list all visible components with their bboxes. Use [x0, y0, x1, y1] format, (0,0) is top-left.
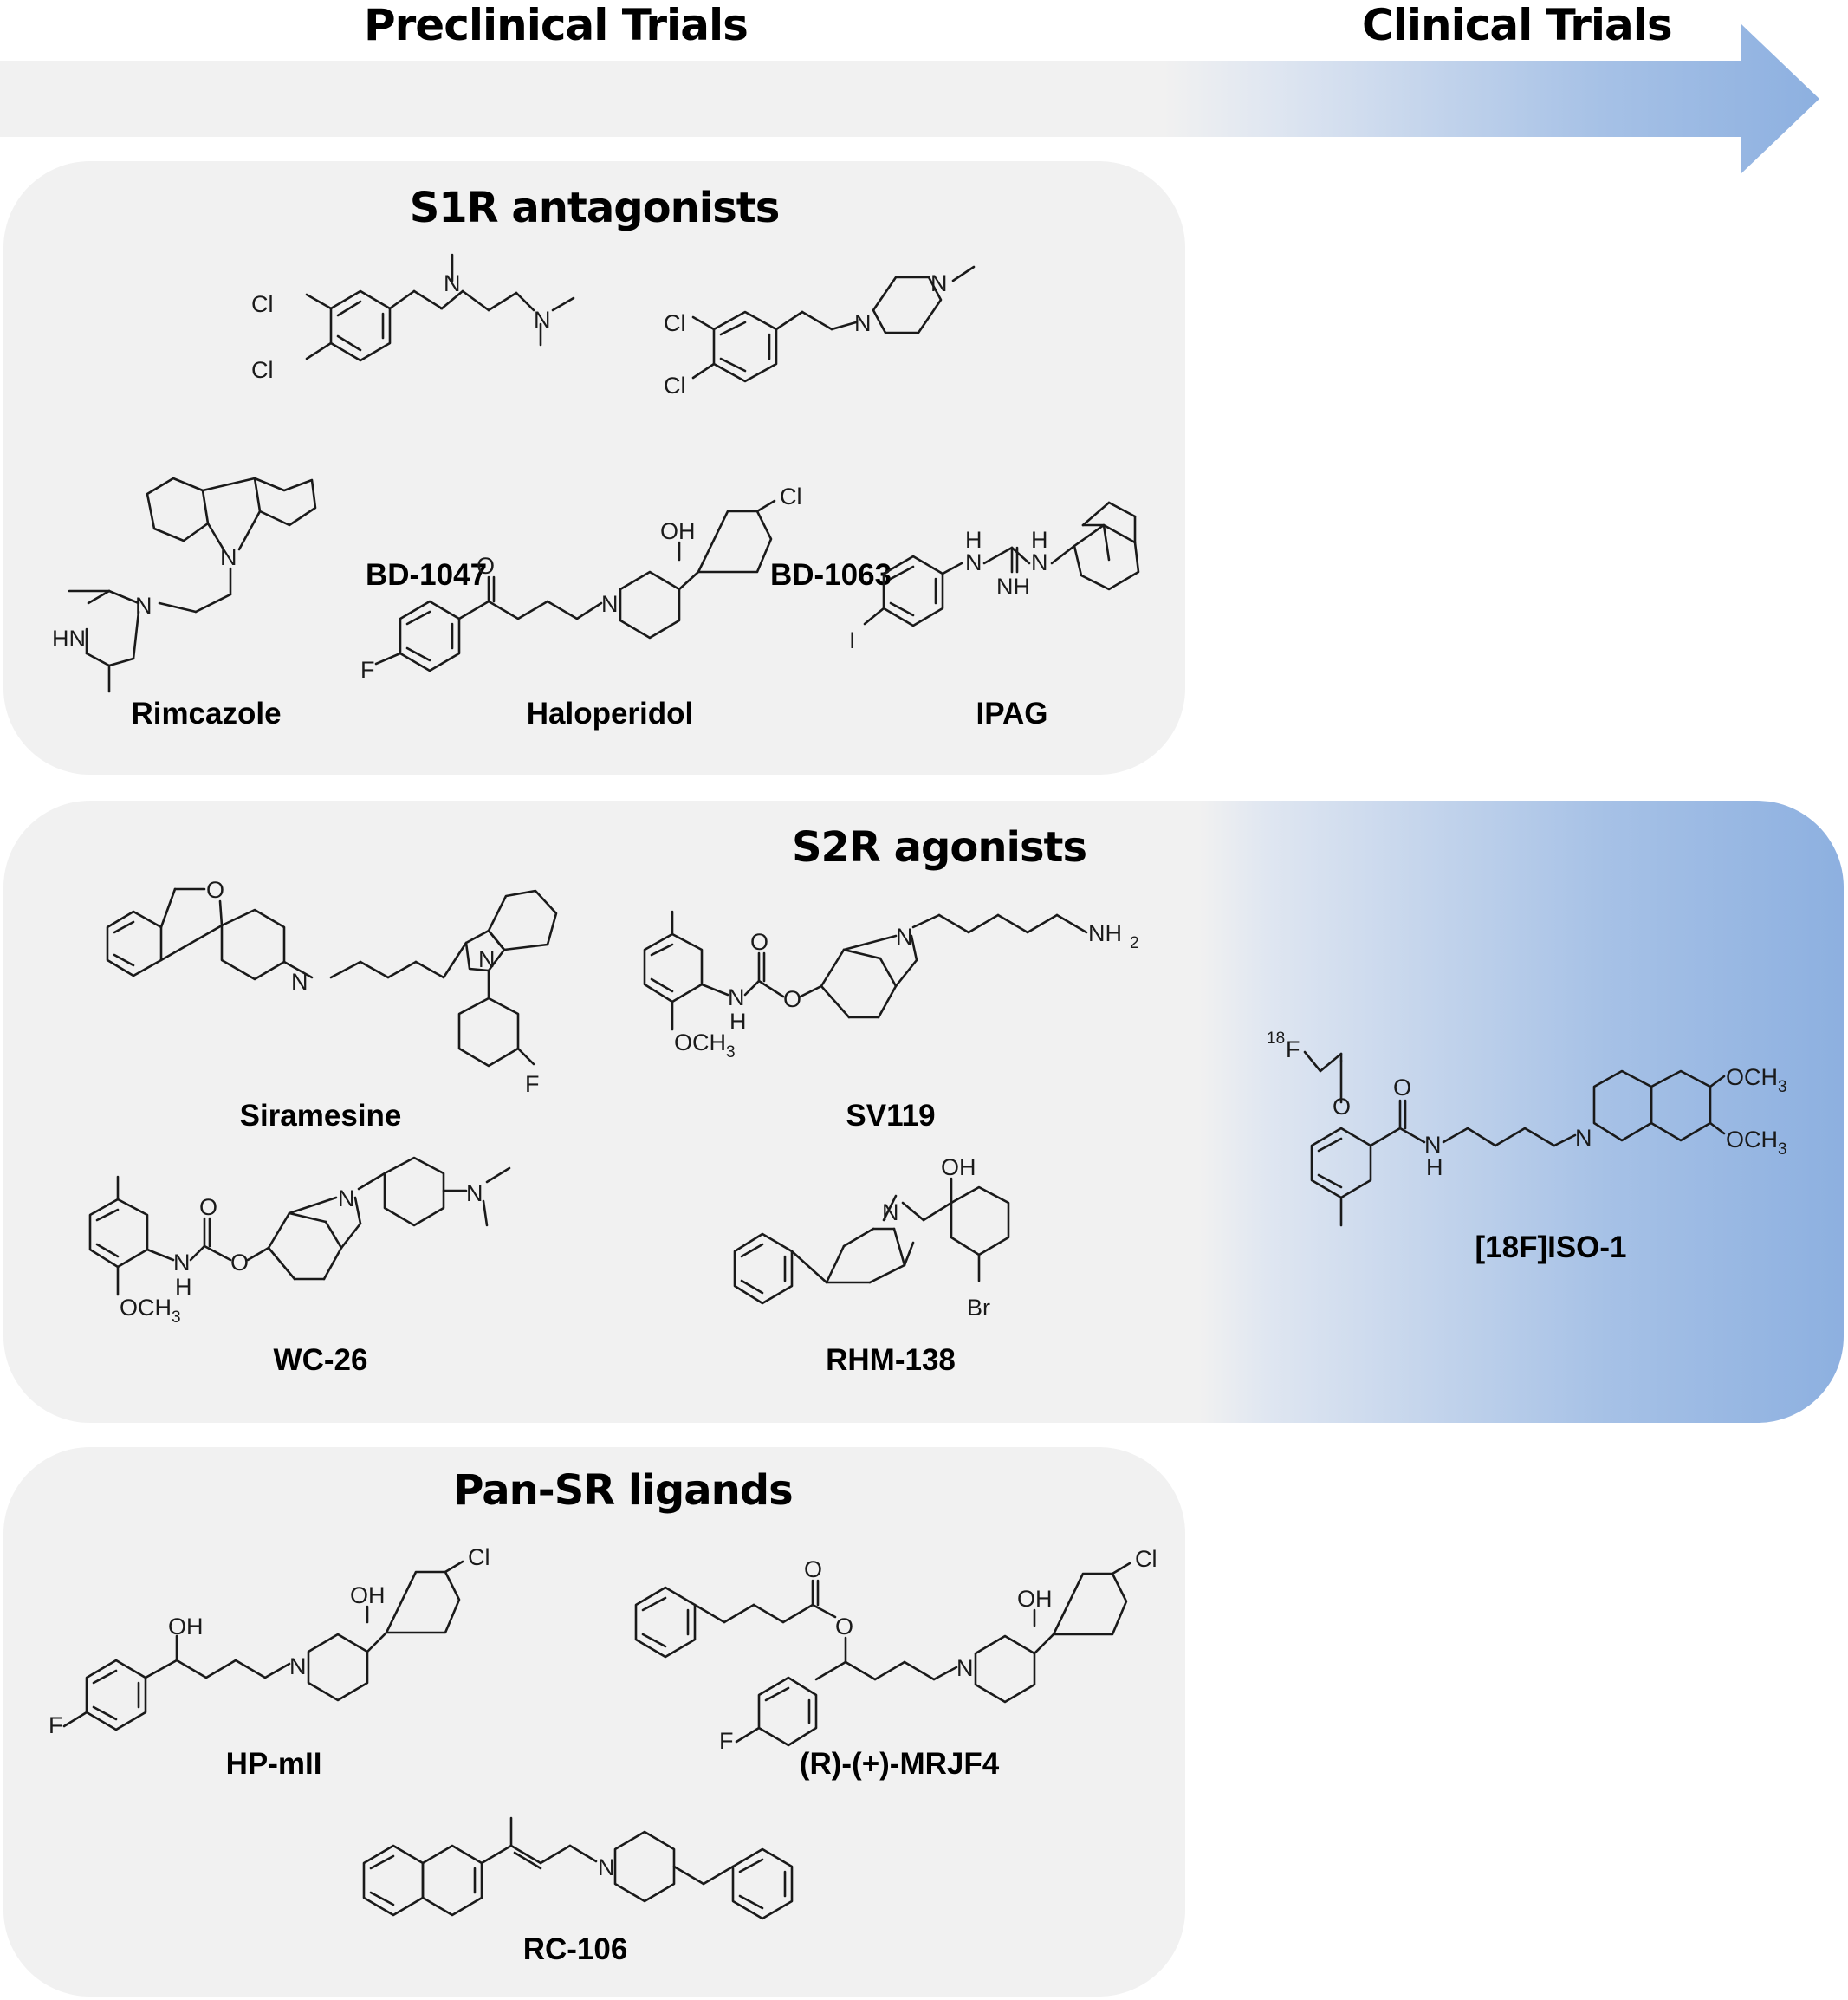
r-mrjf4-label: (R)-(+)-MRJF4 — [799, 1747, 1000, 1781]
iso1-n2: N — [1575, 1125, 1592, 1151]
bd-1047-label: BD-1047 — [365, 558, 488, 592]
mrjf4-oh: OH — [1017, 1586, 1053, 1612]
bd1047-n1: N — [444, 270, 461, 296]
bd1063-n1: N — [854, 310, 872, 336]
haloperidol-oh: OH — [660, 518, 696, 544]
haloperidol-cl: Cl — [780, 484, 802, 510]
wc26-n2: N — [338, 1185, 355, 1211]
haloperidol-label: Haloperidol — [526, 697, 694, 731]
hpmii-oh2: OH — [350, 1582, 386, 1608]
sv119-och3-sub: 3 — [726, 1043, 736, 1062]
sv119-n: N — [728, 984, 745, 1010]
siramesine-label: Siramesine — [239, 1099, 402, 1133]
bd-1063-label: BD-1063 — [769, 558, 892, 592]
wc26-o1: O — [199, 1194, 217, 1220]
ipag-h1: H — [965, 527, 982, 553]
sv119-och3: OCH — [674, 1029, 726, 1055]
s2r-agonists-panel: S2R agonists O N N F S — [3, 801, 1844, 1423]
bd1063-cl1: Cl — [664, 310, 686, 336]
sv119-n2: N — [896, 924, 913, 950]
iso1-sup18: 18 — [1267, 1029, 1285, 1048]
18f-iso-1-label: [18F]ISO-1 — [1475, 1231, 1627, 1264]
hpmii-oh1: OH — [168, 1614, 204, 1640]
iso1-och3-b: OCH — [1726, 1127, 1778, 1153]
ipag-n2: N — [1031, 549, 1048, 575]
hpmii-n: N — [289, 1653, 307, 1679]
mrjf4-o2: O — [835, 1614, 853, 1640]
bd1047-cl1: Cl — [251, 291, 274, 317]
rc-106-label: RC-106 — [522, 1932, 628, 1966]
ipag-nh: NH — [996, 574, 1030, 600]
bd1047-cl2: Cl — [251, 357, 274, 383]
haloperidol-f: F — [360, 657, 375, 683]
rc106-n: N — [598, 1854, 615, 1880]
bd1063-cl2: Cl — [664, 373, 686, 399]
bd1063-n2: N — [930, 270, 948, 296]
sv119-h: H — [729, 1009, 747, 1035]
wc26-och3: OCH — [120, 1295, 172, 1321]
wc-26-label: WC-26 — [273, 1343, 368, 1377]
rhm138-n: N — [882, 1199, 899, 1225]
sv119-label: SV119 — [846, 1099, 936, 1133]
iso1-f: F — [1286, 1036, 1300, 1062]
wc26-n3: N — [466, 1180, 483, 1206]
siramesine-n1: N — [291, 969, 308, 995]
rimcazole-label: Rimcazole — [131, 697, 282, 731]
rhm138-oh: OH — [941, 1154, 976, 1180]
rhm138-br: Br — [967, 1295, 990, 1321]
rhm-138-label: RHM-138 — [826, 1343, 956, 1377]
mrjf4-o1: O — [804, 1556, 822, 1582]
s1r-antagonists-title: S1R antagonists — [409, 184, 781, 232]
clinical-trials-label: Clinical Trials — [1362, 0, 1673, 50]
rimcazole-hn: HN — [52, 626, 86, 652]
siramesine-n2: N — [478, 946, 496, 972]
timeline-arrow — [0, 24, 1819, 173]
siramesine-f: F — [525, 1071, 540, 1097]
preclinical-trials-label: Preclinical Trials — [364, 0, 749, 50]
ipag-label: IPAG — [976, 697, 1048, 731]
bd1047-n2: N — [534, 307, 551, 333]
mrjf4-f: F — [719, 1728, 734, 1754]
haloperidol-n: N — [601, 591, 619, 617]
wc26-och3-sub: 3 — [172, 1308, 181, 1327]
hpmii-cl: Cl — [468, 1544, 490, 1570]
sv119-nh2-sub: 2 — [1130, 934, 1139, 952]
sv119-o2: O — [783, 986, 801, 1012]
s1r-antagonists-panel: S1R antagonists Cl Cl N N BD-1047 — [3, 161, 1185, 775]
wc26-n: N — [173, 1250, 191, 1276]
ipag-n1: N — [965, 549, 982, 575]
iso1-h: H — [1426, 1154, 1443, 1180]
wc26-o2: O — [230, 1250, 249, 1276]
iso1-och3-a-sub: 3 — [1778, 1078, 1787, 1096]
siramesine-o: O — [206, 877, 224, 903]
s2r-agonists-title: S2R agonists — [791, 823, 1087, 872]
hpmii-f: F — [49, 1712, 63, 1738]
pan-sr-ligands-title: Pan-SR ligands — [453, 1466, 793, 1515]
ipag-i: I — [849, 627, 856, 653]
mrjf4-cl: Cl — [1135, 1546, 1157, 1572]
hp-mii-label: HP-mII — [225, 1747, 322, 1781]
ipag-h2: H — [1031, 527, 1048, 553]
iso1-n: N — [1424, 1132, 1442, 1158]
sv119-o1: O — [750, 929, 768, 955]
iso1-och3-b-sub: 3 — [1778, 1140, 1787, 1159]
rimcazole-n1: N — [220, 544, 237, 570]
wc26-h: H — [175, 1274, 192, 1300]
iso1-o1: O — [1333, 1094, 1351, 1120]
mrjf4-n: N — [956, 1655, 974, 1681]
haloperidol-o: O — [477, 553, 495, 579]
rimcazole-n2: N — [135, 593, 152, 619]
pan-sr-ligands-panel: Pan-SR ligands F OH N OH Cl HP-mII — [3, 1447, 1185, 1997]
iso1-o2: O — [1393, 1075, 1411, 1101]
iso1-och3-a: OCH — [1726, 1064, 1778, 1090]
sv119-nh2: NH — [1088, 920, 1122, 946]
